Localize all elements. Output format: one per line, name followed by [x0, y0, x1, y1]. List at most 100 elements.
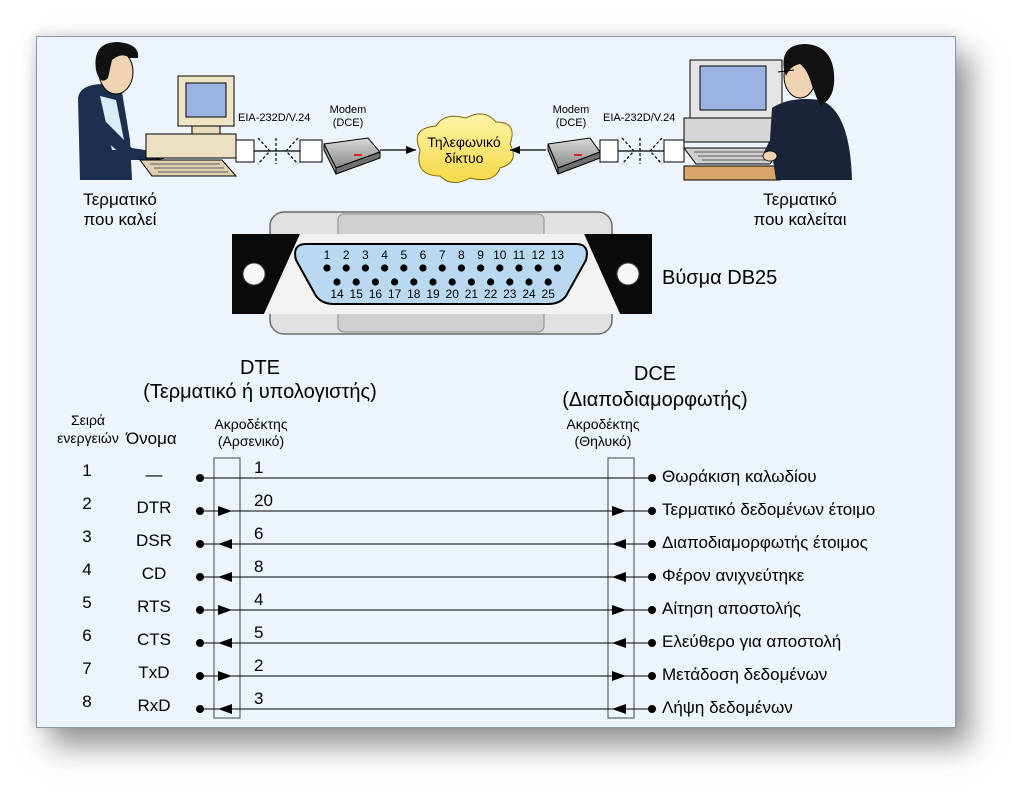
pin-number-bottom: 21	[465, 287, 479, 301]
left-modem-icon	[323, 137, 381, 175]
name-header: Όνομα	[126, 429, 177, 448]
pin-number-bottom: 14	[330, 287, 344, 301]
pin-number-top: 1	[324, 248, 331, 262]
arrow-right-icon	[612, 671, 626, 681]
arrow-left-icon	[612, 572, 626, 582]
signal-pin: 4	[254, 590, 264, 609]
pin-dot-icon	[361, 264, 369, 272]
pin-dot-icon	[553, 264, 562, 272]
signal-description: Θωράκιση καλωδίου	[662, 467, 817, 486]
terminal-dot-icon	[196, 606, 204, 614]
pin-dot-icon	[333, 278, 341, 286]
signal-order: 2	[82, 494, 92, 513]
pin-dot-icon	[477, 264, 485, 272]
arrow-right-icon	[612, 605, 626, 615]
arrow-left-icon	[218, 539, 232, 549]
signal-description: Διαποδιαμορφωτής έτοιμος	[662, 533, 868, 552]
dce-pin-block	[607, 457, 635, 719]
pin-number-top: 7	[439, 248, 446, 262]
signal-pin: 8	[254, 557, 264, 576]
terminal-dot-icon	[648, 672, 656, 680]
caller-computer-icon	[139, 75, 238, 177]
terminal-dot-icon	[196, 573, 204, 581]
interface-left-label: EIA-232D/V.24	[238, 112, 311, 124]
signal-order: 8	[82, 692, 92, 711]
dte-subtitle: (Τερματικό ή υπολογιστής)	[143, 381, 377, 403]
signal-description: Φέρον ανιχνεύτηκε	[662, 566, 805, 585]
terminal-dot-icon	[648, 474, 656, 482]
pin-dot-icon	[448, 278, 456, 286]
pin-dot-icon	[438, 264, 446, 272]
pin-number-top: 13	[551, 248, 565, 262]
signal-pin: 6	[254, 524, 264, 543]
pin-dot-icon	[534, 264, 542, 272]
callee-computer-icon	[683, 59, 785, 181]
pin-number-bottom: 24	[522, 287, 536, 301]
signal-order: 1	[82, 461, 92, 480]
pin-number-top: 11	[513, 248, 526, 262]
pin-dot-icon	[544, 278, 552, 286]
arrow-left-icon	[612, 704, 626, 714]
dce-title: DCE	[633, 363, 677, 385]
signal-description: Ελεύθερο για αποστολή	[662, 632, 842, 651]
terminal-dot-icon	[648, 705, 656, 713]
arrow-right-icon	[218, 506, 232, 516]
telephone-network-cloud	[416, 113, 514, 183]
pin-number-top: 12	[532, 248, 546, 262]
signal-order: 5	[82, 593, 92, 612]
pin-number-bottom: 17	[388, 287, 402, 301]
signal-pin: 1	[254, 458, 264, 477]
terminal-dot-icon	[196, 540, 204, 548]
dce-pin-header: Ακροδέκτης (Θηλυκό)	[566, 416, 640, 449]
terminal-dot-icon	[196, 639, 204, 647]
arrow-right-icon	[218, 605, 232, 615]
terminal-dot-icon	[648, 606, 656, 614]
signal-description: Μετάδοση δεδομένων	[662, 665, 828, 684]
terminal-dot-icon	[648, 639, 656, 647]
right-cable-icon	[599, 137, 685, 165]
signal-name: DTR	[136, 498, 172, 517]
dce-subtitle: (Διαποδιαμορφωτής)	[562, 389, 748, 411]
pin-dot-icon	[457, 264, 465, 272]
pin-dot-icon	[391, 278, 399, 286]
pin-number-top: 3	[362, 248, 369, 262]
terminal-dot-icon	[196, 474, 204, 482]
signal-description: Λήψη δεδομένων	[662, 698, 793, 717]
pin-dot-icon	[410, 278, 418, 286]
pin-dot-icon	[342, 264, 350, 272]
signal-pin: 2	[254, 656, 264, 675]
dte-pin-block	[213, 457, 241, 719]
arrow-left-icon	[218, 638, 232, 648]
connector-label: Βύσμα DB25	[662, 267, 778, 289]
pin-dot-icon	[496, 264, 504, 272]
terminal-dot-icon	[648, 507, 656, 515]
right-modem-icon	[547, 137, 601, 175]
modem-left-label: Modem (DCE)	[329, 104, 367, 129]
caller-label: Τερματικό που καλεί	[83, 190, 157, 230]
pin-dot-icon	[323, 264, 331, 272]
caller-person-icon	[78, 42, 169, 180]
pin-number-top: 9	[477, 248, 484, 262]
pin-number-bottom: 16	[369, 287, 383, 301]
terminal-dot-icon	[196, 672, 204, 680]
arrow-left-icon	[612, 539, 626, 549]
signal-name: DSR	[136, 531, 172, 550]
arrow-left-icon	[612, 638, 626, 648]
signal-order: 4	[82, 560, 92, 579]
callee-person-icon	[762, 44, 852, 180]
pin-dot-icon	[429, 278, 437, 286]
dte-pin-header: Ακροδέκτης (Αρσενικό)	[214, 416, 288, 449]
signal-name: RxD	[137, 696, 171, 715]
signal-pin: 3	[254, 689, 264, 708]
pin-number-bottom: 18	[407, 287, 421, 301]
terminal-dot-icon	[196, 507, 204, 515]
pin-dot-icon	[352, 278, 360, 286]
pin-number-top: 6	[420, 248, 427, 262]
pin-dot-icon	[487, 278, 495, 286]
signal-name: CD	[141, 564, 167, 583]
signal-order: 3	[82, 527, 92, 546]
signal-order: 7	[82, 659, 92, 678]
